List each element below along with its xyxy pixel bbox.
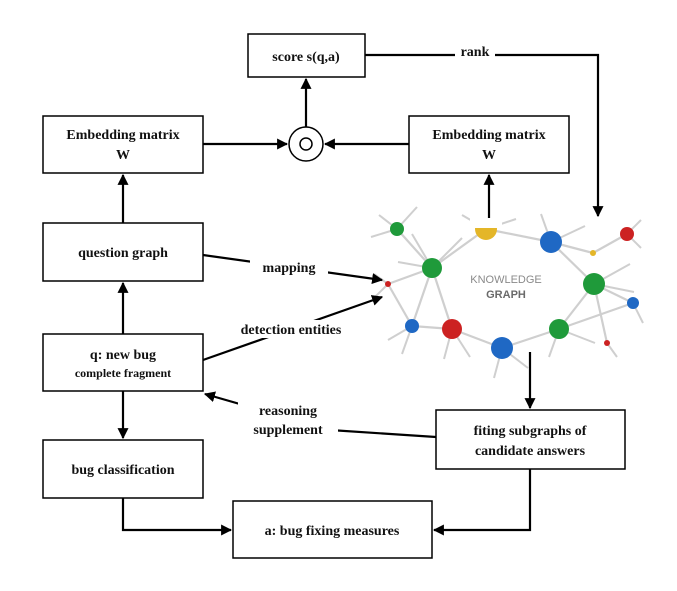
rank-label: rank xyxy=(461,45,490,60)
embedding-matrix-right-label-2: W xyxy=(482,148,496,163)
detection-entities-label: detection entities xyxy=(241,323,342,338)
combiner-symbol xyxy=(288,126,324,162)
fiting-subgraphs-label-1: fiting subgraphs of xyxy=(474,424,587,439)
question-graph-label: question graph xyxy=(78,246,168,261)
score-box xyxy=(247,33,366,78)
kg-node xyxy=(442,319,462,339)
fiting-subgraphs-label-2: candidate answers xyxy=(475,444,586,459)
arrow-classification-to-fixing xyxy=(121,498,233,536)
mapping-label: mapping xyxy=(263,261,316,276)
kg-edge xyxy=(485,227,552,244)
bug-fixing-measures-label: a: bug fixing measures xyxy=(265,524,400,539)
embedding-matrix-right-label-1: Embedding matrix xyxy=(432,128,545,143)
bug-fixing-measures-box xyxy=(232,500,433,559)
kg-node xyxy=(491,337,513,359)
kg-node xyxy=(627,297,639,309)
arrow-score-rank-to-kg xyxy=(365,53,604,218)
kg-node xyxy=(604,340,610,346)
kg-edge xyxy=(387,283,413,327)
kg-mask xyxy=(470,210,502,228)
reasoning-label-2: supplement xyxy=(253,423,323,438)
kg-node xyxy=(405,319,419,333)
kg-edge xyxy=(431,228,487,269)
new-bug-label-2: complete fragment xyxy=(75,366,171,380)
embedding-matrix-left-box xyxy=(42,115,204,174)
fiting-subgraphs-box xyxy=(435,409,626,470)
kg-node xyxy=(590,250,596,256)
kg-edge xyxy=(430,267,454,330)
embedding-matrix-left-label-2: W xyxy=(116,148,130,163)
kg-edge xyxy=(410,267,434,327)
reasoning-label-1: reasoning xyxy=(259,404,317,419)
bug-classification-label: bug classification xyxy=(71,463,174,478)
kg-node xyxy=(422,258,442,278)
kg-node xyxy=(549,319,569,339)
knowledge-graph-image xyxy=(370,206,644,379)
kg-node xyxy=(583,273,605,295)
bug-classification-box xyxy=(42,439,204,499)
embedding-matrix-right-box xyxy=(408,115,570,174)
new-bug-label-1: q: new bug xyxy=(90,348,156,363)
kg-edge xyxy=(558,301,634,331)
kg-node xyxy=(620,227,634,241)
kg-node xyxy=(540,231,562,253)
kg-node xyxy=(390,222,404,236)
knowledge-graph-title-line2: GRAPH xyxy=(486,289,526,301)
new-bug-box xyxy=(42,333,204,392)
arrow-fiting-to-fixing xyxy=(432,469,532,536)
knowledge-graph-title-line1: KNOWLEDGE xyxy=(470,274,542,286)
combiner-inner-circle xyxy=(299,137,313,151)
question-graph-box xyxy=(42,222,204,282)
score-box-label: score s(q,a) xyxy=(272,50,340,65)
kg-node xyxy=(385,281,391,287)
embedding-matrix-left-label-1: Embedding matrix xyxy=(66,128,179,143)
